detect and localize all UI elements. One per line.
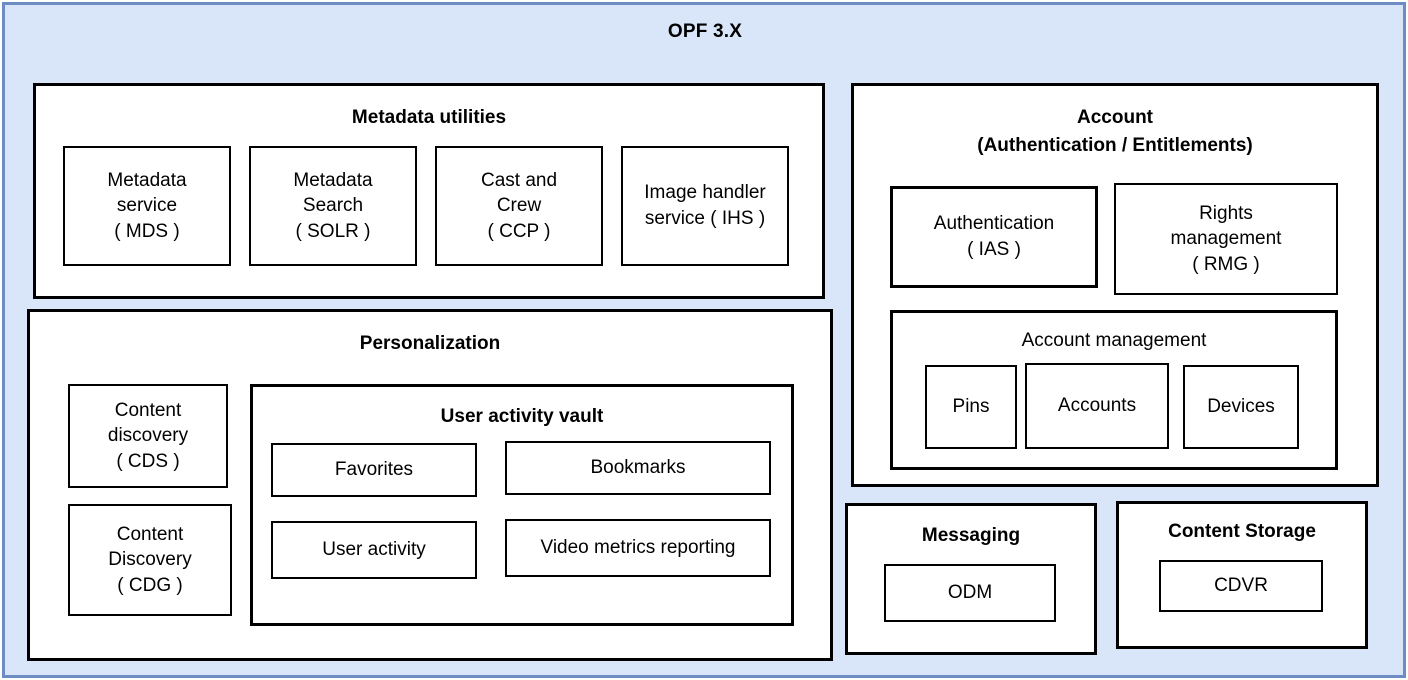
user-activity-label: User activity [322,539,426,561]
devices-label: Devices [1207,396,1275,418]
accounts-label: Accounts [1057,395,1137,417]
cdvr-box[interactable]: CDVR [1159,560,1323,612]
user-activity-vault-title: User activity vault [440,406,604,427]
video-metrics-reporting-box[interactable]: Video metrics reporting [505,519,771,577]
favorites-box[interactable]: Favorites [271,443,477,497]
odm-label: ODM [947,582,993,604]
video-metrics-reporting-label: Video metrics reporting [540,537,736,559]
user-activity-box[interactable]: User activity [271,521,477,579]
odm-box[interactable]: ODM [884,564,1056,622]
devices-box[interactable]: Devices [1183,365,1299,449]
authentication-box[interactable]: Authentication( IAS ) [890,186,1098,288]
messaging-group: Messaging ODM [845,503,1097,655]
bookmarks-label: Bookmarks [590,457,686,479]
account-management-title: Account management [1021,330,1207,351]
authentication-label: Authentication( IAS ) [933,213,1055,260]
metadata-utilities-title: Metadata utilities [351,107,507,128]
user-activity-vault-group: User activity vault Favorites Bookmarks … [250,384,794,626]
account-title-line1: Account [1077,107,1153,128]
content-storage-group: Content Storage CDVR [1116,501,1368,649]
favorites-label: Favorites [334,459,414,481]
accounts-box[interactable]: Accounts [1025,363,1169,449]
personalization-title: Personalization [359,333,501,354]
cdvr-label: CDVR [1214,575,1268,597]
bookmarks-box[interactable]: Bookmarks [505,441,771,495]
account-management-group: Account management Pins Accounts Devices [890,310,1338,470]
account-title-line2: (Authentication / Entitlements) [977,135,1253,156]
content-storage-title: Content Storage [1168,521,1316,542]
pins-label: Pins [952,396,990,418]
account-group: Account (Authentication / Entitlements) … [851,83,1379,487]
pins-box[interactable]: Pins [925,365,1017,449]
diagram-title: OPF 3.X [667,21,743,42]
messaging-title: Messaging [921,525,1021,546]
